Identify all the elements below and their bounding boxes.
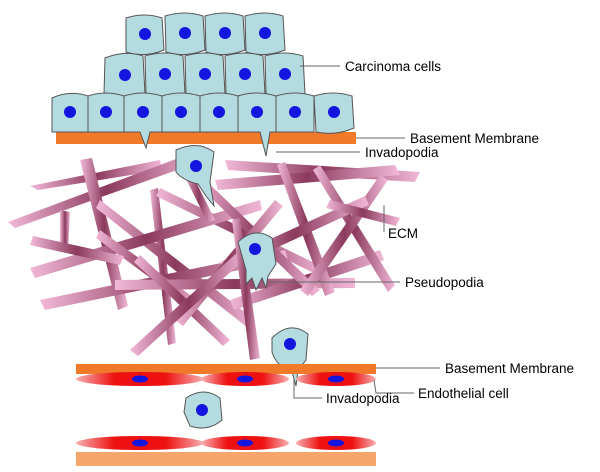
ecm-fiber xyxy=(326,200,400,226)
nucleus xyxy=(239,68,251,80)
nucleus xyxy=(159,68,171,80)
nucleus xyxy=(64,106,76,118)
ecm-fiber xyxy=(96,200,255,328)
endothelial-nucleus xyxy=(132,439,148,447)
nucleus xyxy=(196,404,208,416)
label-ecm: ECM xyxy=(388,226,418,241)
basement-membrane-vessel-bottom xyxy=(76,452,376,466)
endothelial-nucleus xyxy=(328,375,344,383)
endothelial-nucleus xyxy=(237,375,253,383)
endothelial-nucleus xyxy=(132,375,148,383)
basement-membrane-bottom xyxy=(76,364,376,374)
ecm-fiber xyxy=(150,188,176,345)
ecm-fiber xyxy=(8,150,205,228)
nucleus xyxy=(119,69,131,81)
ecm-fiber xyxy=(30,236,124,265)
ecm-fiber xyxy=(232,218,260,360)
ecm-fiber xyxy=(215,165,400,190)
nucleus xyxy=(284,338,296,350)
label-invadopodia-top: Invadopodia xyxy=(365,145,439,160)
ecm-fiber xyxy=(30,200,262,278)
nucleus xyxy=(213,106,225,118)
ecm-fiber xyxy=(134,255,230,346)
nucleus xyxy=(249,243,261,255)
leader-invadopodia-bottom xyxy=(293,378,322,399)
endothelial-nucleus xyxy=(237,439,253,447)
nucleus xyxy=(259,27,271,39)
label-basement-membrane-bottom: Basement Membrane xyxy=(445,361,574,376)
migrating-cell xyxy=(175,145,215,208)
basement-membrane-top xyxy=(56,132,356,144)
label-endothelial-cell: Endothelial cell xyxy=(418,386,509,401)
endothelial-nucleus xyxy=(328,439,344,447)
pseudopodia-cell xyxy=(237,232,277,292)
nucleus xyxy=(219,27,231,39)
ecm-fiber xyxy=(130,250,247,356)
label-invadopodia-bottom: Invadopodia xyxy=(326,391,400,406)
nucleus xyxy=(190,160,202,172)
nucleus xyxy=(137,106,149,118)
ecm-fiber-network xyxy=(8,150,420,360)
nucleus xyxy=(100,106,112,118)
ecm-fiber xyxy=(183,170,215,223)
nucleus xyxy=(175,106,187,118)
label-carcinoma-cells: Carcinoma cells xyxy=(345,59,441,74)
nucleus xyxy=(199,68,211,80)
nucleus xyxy=(328,106,340,118)
label-basement-membrane-top: Basement Membrane xyxy=(410,131,539,146)
carcinoma-cell xyxy=(237,92,277,157)
label-pseudopodia: Pseudopodia xyxy=(405,275,484,290)
nucleus xyxy=(279,68,291,80)
nuclei-group xyxy=(64,27,340,118)
nucleus xyxy=(289,106,301,118)
leader-lines xyxy=(268,65,440,399)
leader-endothelial xyxy=(373,379,414,394)
nucleus xyxy=(179,27,191,39)
nucleus xyxy=(139,28,151,40)
carcinoma-cell xyxy=(123,92,163,150)
ecm-fiber xyxy=(60,210,70,250)
carcinoma-cell-cluster xyxy=(51,12,355,157)
nucleus xyxy=(251,106,263,118)
